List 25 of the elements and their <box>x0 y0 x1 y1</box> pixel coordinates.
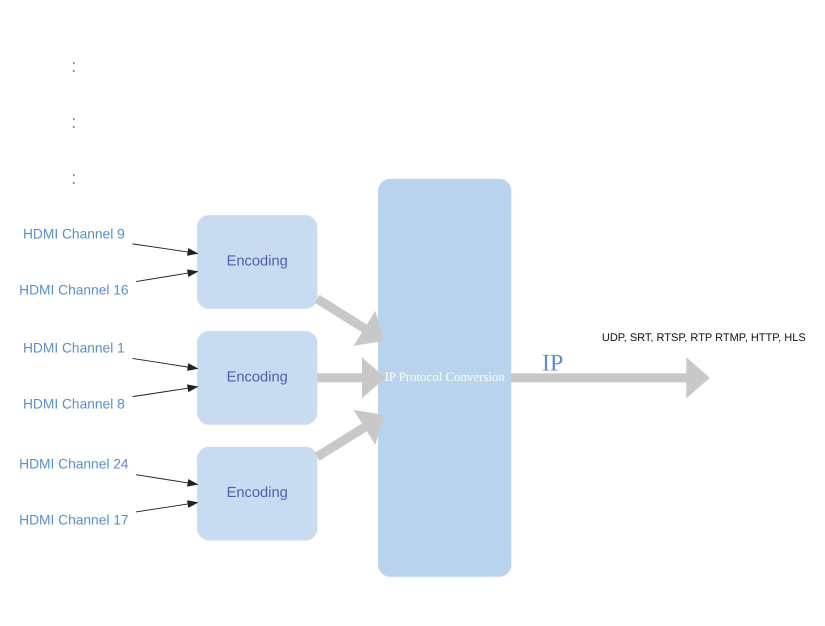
arrow <box>132 357 199 370</box>
node-text: HDMI Channel 17 <box>19 512 129 527</box>
label: : <box>71 166 76 188</box>
node-text: HDMI Channel 24 <box>19 456 129 471</box>
arrow <box>132 242 199 256</box>
node-box: Encoding <box>197 446 318 540</box>
node-text: HDMI Channel 8 <box>22 396 125 412</box>
node-box: IP Protocol Conversion <box>378 178 512 576</box>
arrow <box>317 356 386 398</box>
node-text: HDMI Channel 9 <box>22 226 125 242</box>
node-text: HDMI Channel 16 <box>19 282 129 298</box>
arrow <box>510 356 710 398</box>
edge-label: IP <box>542 350 564 376</box>
node-box: Encoding <box>197 330 318 424</box>
arrow <box>314 294 384 346</box>
arrow <box>136 474 199 486</box>
label: UDP, SRT, RTSP, RTP RTMP, HTTP, HLS <box>602 332 806 344</box>
arrow <box>132 384 199 397</box>
node-text: HDMI Channel 1 <box>22 340 125 356</box>
node-box: Encoding <box>197 214 318 308</box>
label: : <box>71 110 76 132</box>
arrow <box>136 268 199 282</box>
label: : <box>71 54 76 76</box>
arrow <box>314 409 384 460</box>
arrow <box>136 500 199 512</box>
